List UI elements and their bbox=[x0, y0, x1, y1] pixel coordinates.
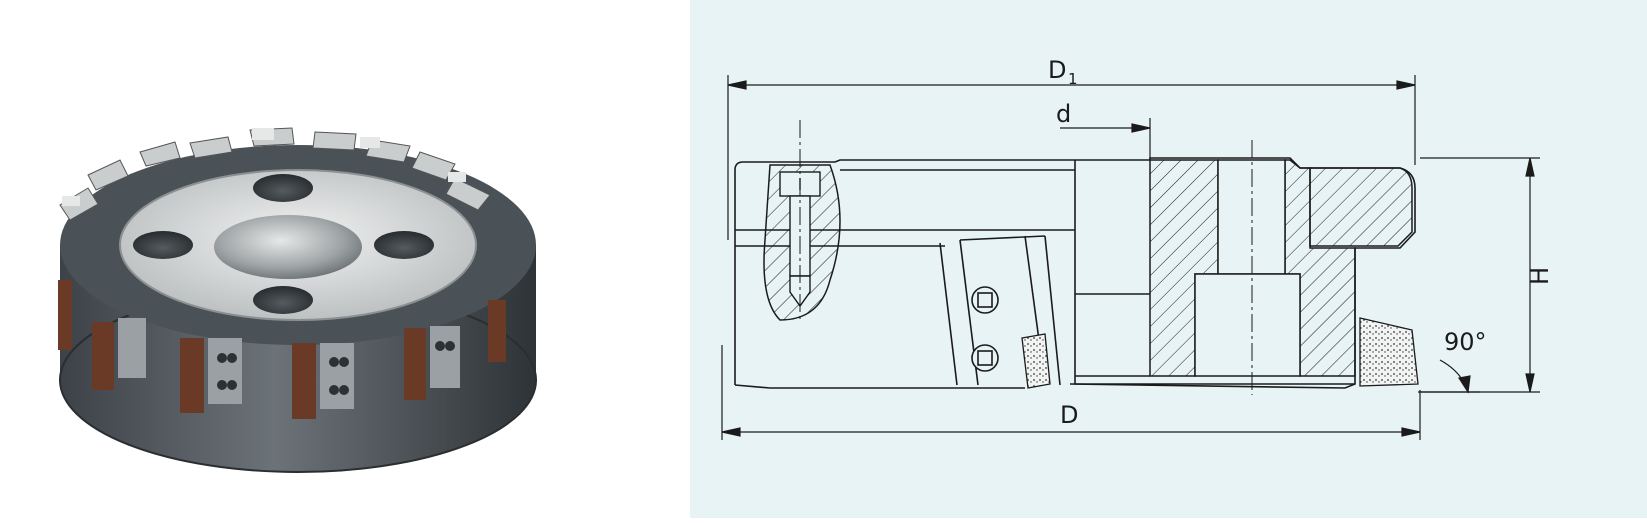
angle-label: 90° bbox=[1444, 328, 1487, 356]
cutter-insert-tips bbox=[62, 128, 466, 206]
centerlines bbox=[799, 120, 1253, 395]
bolt-hole-top bbox=[253, 174, 313, 202]
dim-D-label: D bbox=[1060, 401, 1078, 429]
dim-d-label: d bbox=[1056, 100, 1071, 128]
dim-D1-label: D bbox=[1048, 56, 1066, 84]
bolt-hole-right bbox=[374, 231, 434, 259]
grinding-insert-right bbox=[1359, 317, 1419, 387]
grinding-insert-left bbox=[1021, 333, 1051, 389]
dim-D1-subscript: 1 bbox=[1068, 70, 1078, 88]
technical-drawing-panel: D 1 d D H 90° bbox=[690, 0, 1647, 518]
bolt-hole-left bbox=[133, 231, 193, 259]
insert-screws-drawing bbox=[971, 286, 999, 372]
dimension-lines bbox=[721, 75, 1540, 440]
center-bore bbox=[214, 215, 362, 279]
insert-screws bbox=[217, 341, 455, 395]
dim-H-label: H bbox=[1526, 267, 1554, 285]
cutter-photo-panel bbox=[0, 0, 690, 518]
hatched-section bbox=[763, 159, 1413, 377]
face-mill-cutter-illustration bbox=[58, 127, 537, 473]
bolt-hole-bottom bbox=[253, 286, 313, 314]
cross-section-drawing: D 1 d D H 90° bbox=[721, 56, 1554, 440]
side-inserts bbox=[58, 280, 506, 419]
